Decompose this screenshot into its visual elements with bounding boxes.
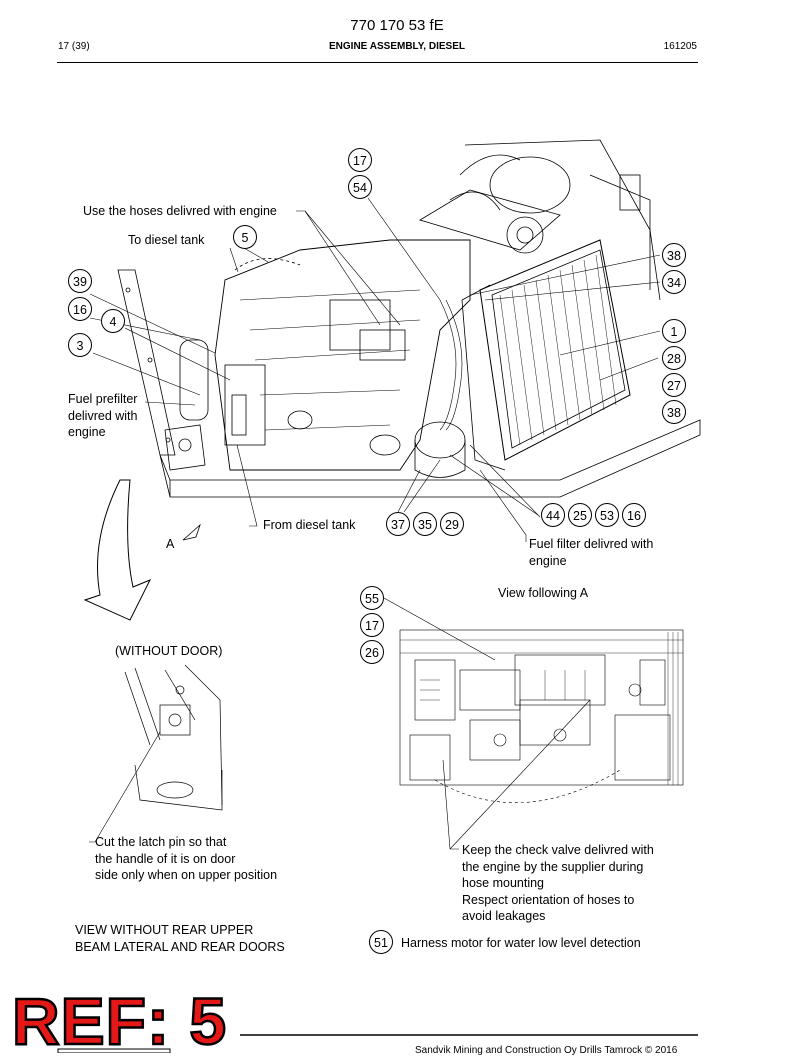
- callout-4: 4: [101, 309, 125, 333]
- document-number: 770 170 53 fE: [350, 17, 444, 34]
- document-date: 161205: [663, 41, 697, 52]
- callout-25: 25: [568, 503, 592, 527]
- label-check-valve: Keep the check valve delivred with the e…: [462, 843, 654, 923]
- callout-1: 1: [662, 319, 686, 343]
- callout-16: 16: [68, 297, 92, 321]
- callout-54: 54: [348, 175, 372, 199]
- sandvik-logo: [57, 1048, 171, 1053]
- label-from-diesel-tank: From diesel tank: [263, 518, 356, 532]
- label-view-following-a: View following A: [498, 586, 589, 600]
- page-indicator: 17 (39): [58, 41, 90, 52]
- callout-55: 55: [360, 586, 384, 610]
- label-harness-motor: Harness motor for water low level detect…: [401, 936, 641, 950]
- callout-53: 53: [595, 503, 619, 527]
- callout-39: 39: [68, 269, 92, 293]
- callout-34: 34: [662, 270, 686, 294]
- callout-16-lower: 16: [622, 503, 646, 527]
- callout-5: 5: [233, 225, 257, 249]
- label-hoses: Use the hoses delivred with engine: [83, 204, 277, 218]
- section-title: ENGINE ASSEMBLY, DIESEL: [329, 41, 465, 52]
- label-fuel-filter: Fuel filter delivred with engine: [529, 537, 654, 568]
- callout-35: 35: [413, 512, 437, 536]
- callout-28: 28: [662, 346, 686, 370]
- callout-26: 26: [360, 640, 384, 664]
- callout-17: 17: [348, 148, 372, 172]
- callout-37: 37: [386, 512, 410, 536]
- callout-29: 29: [440, 512, 464, 536]
- label-fuel-prefilter: Fuel prefilter delivred with engine: [68, 392, 138, 439]
- label-without-door: (WITHOUT DOOR): [115, 644, 223, 658]
- label-view-without-beam: VIEW WITHOUT REAR UPPER BEAM LATERAL AND…: [75, 923, 285, 954]
- callout-27: 27: [662, 373, 686, 397]
- view-a-marker: A: [166, 537, 175, 551]
- callout-38-lower: 38: [662, 400, 686, 424]
- callout-3: 3: [68, 333, 92, 357]
- header-rule: [57, 62, 698, 63]
- view-arrow-icon: [83, 479, 152, 621]
- callout-51: 51: [369, 930, 393, 954]
- label-latch-pin: Cut the latch pin so that the handle of …: [95, 835, 278, 882]
- callout-17-lower: 17: [360, 613, 384, 637]
- footer-copyright: Sandvik Mining and Construction Oy Drill…: [415, 1045, 678, 1056]
- reference-stamp: REF: 5: [11, 984, 228, 1058]
- label-to-diesel-tank: To diesel tank: [128, 233, 205, 247]
- callout-38: 38: [662, 243, 686, 267]
- callout-44: 44: [541, 503, 565, 527]
